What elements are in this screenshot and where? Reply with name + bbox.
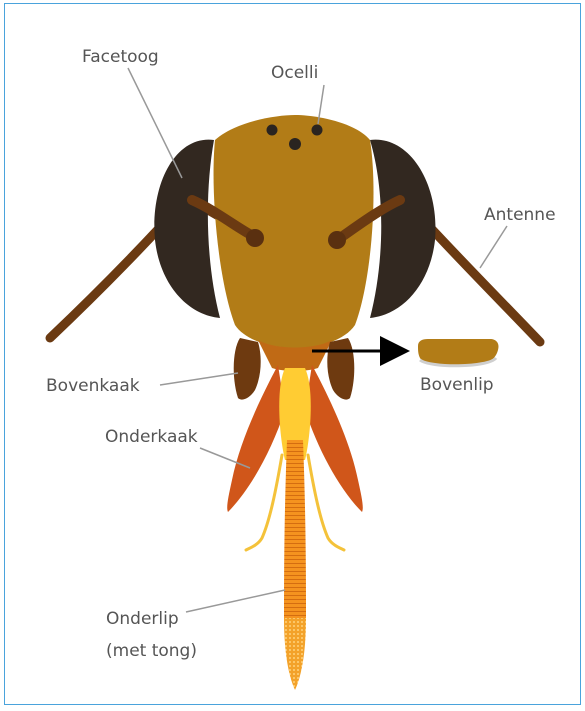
label-onderlip-sub: (met tong)	[106, 641, 197, 661]
label-antenne: Antenne	[484, 205, 556, 225]
compound-eye-left	[154, 140, 220, 318]
label-onderlip: Onderlip	[106, 609, 179, 629]
compound-eye-right	[370, 140, 436, 318]
label-ocelli: Ocelli	[271, 63, 318, 83]
label-onderkaak: Onderkaak	[105, 427, 198, 447]
leader-antenne	[480, 226, 507, 268]
leader-onderlip	[186, 590, 285, 612]
glossa-tip	[284, 618, 306, 690]
label-facetoog: Facetoog	[82, 47, 159, 67]
label-bovenkaak: Bovenkaak	[46, 376, 140, 396]
leader-facetoog	[128, 68, 182, 178]
leader-bovenkaak	[160, 373, 238, 385]
glossa	[284, 440, 306, 620]
mandible-left	[234, 338, 261, 400]
label-bovenlip: Bovenlip	[420, 375, 494, 395]
mandible-right	[327, 338, 354, 400]
